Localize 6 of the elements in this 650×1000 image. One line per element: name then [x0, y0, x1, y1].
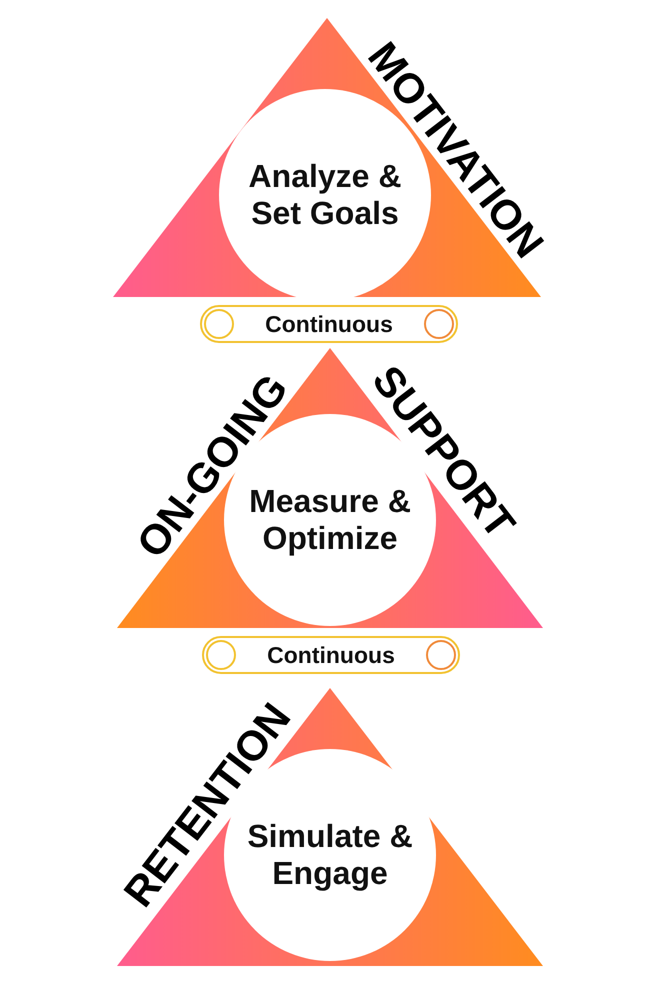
triangle-shape [117, 688, 543, 966]
connector-pill [200, 305, 458, 343]
pill-label: Continuous [267, 642, 395, 668]
pill-label: Continuous [265, 310, 393, 338]
connector-pill [202, 636, 460, 674]
triangle-shape [117, 348, 543, 628]
